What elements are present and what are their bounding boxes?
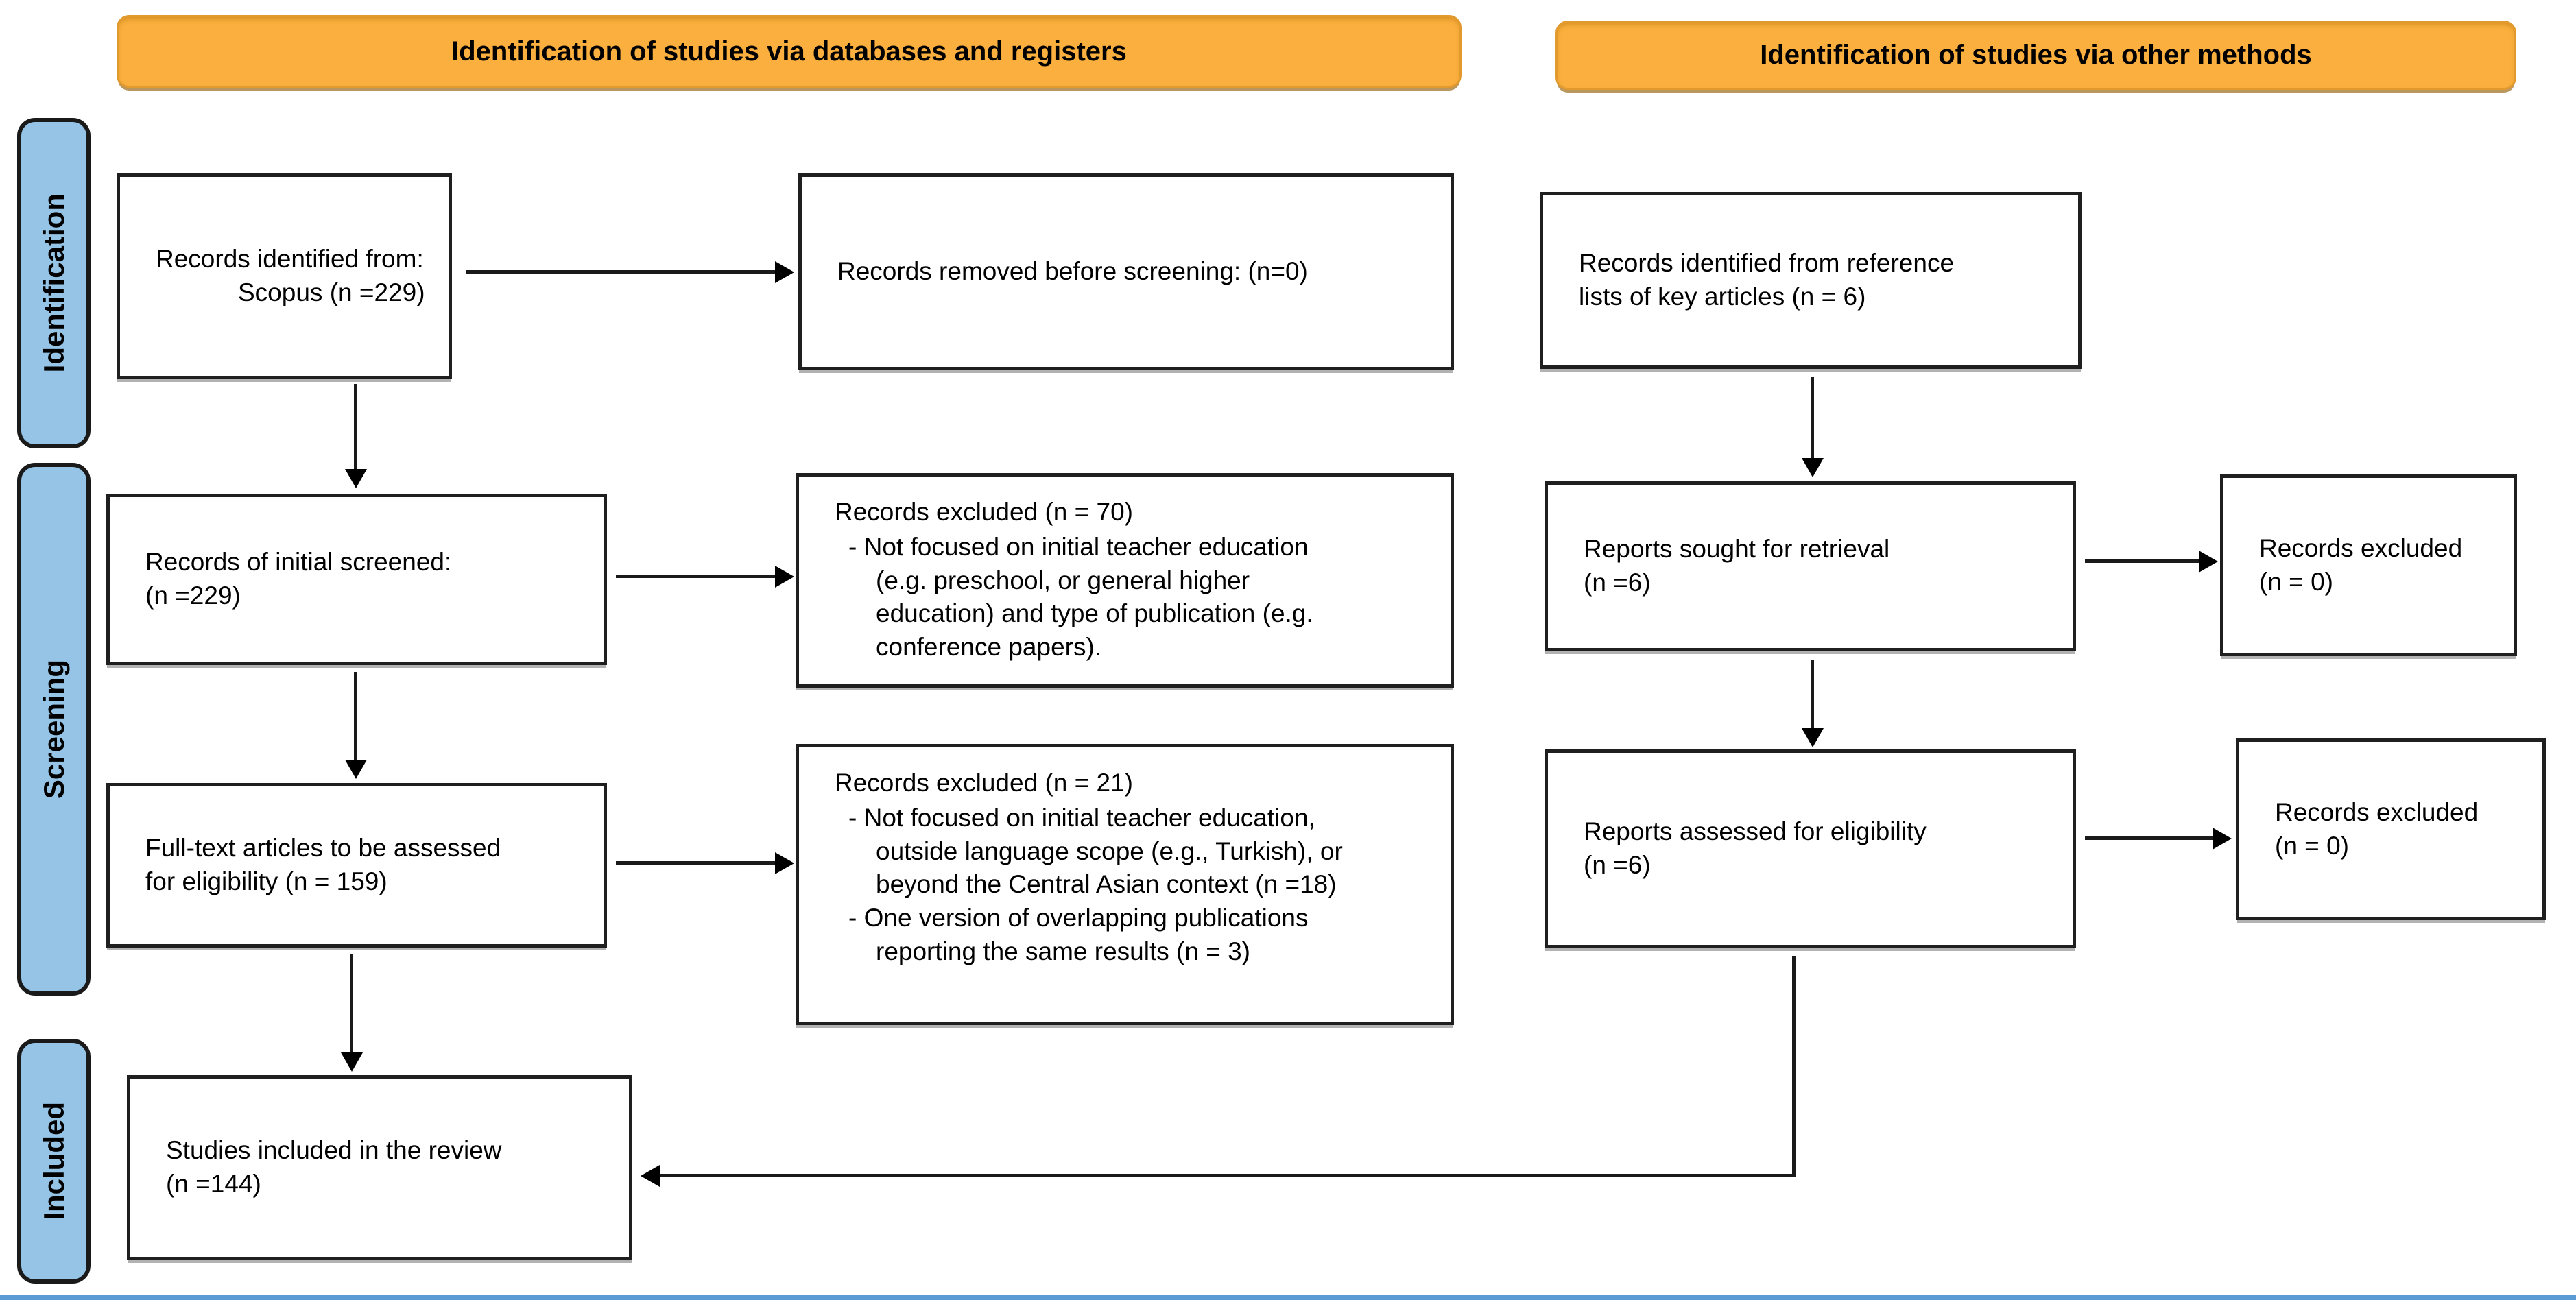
records-reference-text: Records identified from reference lists …: [1579, 249, 1955, 311]
arrow-sought-to-assessed-head: [1802, 728, 1824, 747]
arrow-reference-to-sought-head: [1802, 458, 1824, 477]
box-initial-screened: Records of initial screened: (n =229): [106, 494, 607, 665]
reports-assessed-text: Reports assessed for eligibility (n =6): [1584, 817, 1927, 879]
excluded-21-bullet-1: - Not focused on initial teacher educati…: [848, 803, 1343, 899]
box-records-reference-lists: Records identified from reference lists …: [1540, 192, 2082, 369]
connector-assessed-to-included-horizontal: [660, 1174, 1796, 1177]
stage-included: Included: [17, 1039, 91, 1284]
excluded-21-title: Records excluded (n = 21): [835, 769, 1133, 797]
header-databases-label: Identification of studies via databases …: [451, 36, 1127, 67]
arrow-identified-to-screened-head: [345, 469, 367, 488]
connector-assessed-to-included-head: [641, 1165, 660, 1187]
header-other-methods-label: Identification of studies via other meth…: [1760, 40, 2312, 70]
excluded-21-bullet-2: - One version of overlapping publication…: [848, 904, 1309, 966]
box-records-excluded-21: Records excluded (n = 21) - Not focused …: [796, 744, 1454, 1025]
arrow-fulltext-to-included-line: [350, 954, 353, 1052]
box-fulltext-assessed: Full-text articles to be assessed for el…: [106, 783, 607, 948]
arrow-fulltext-to-excluded21-line: [616, 861, 775, 865]
arrow-identified-to-removed-line: [466, 270, 775, 274]
arrow-screened-to-fulltext-line: [354, 672, 357, 760]
arrow-sought-to-excluded0-head: [2199, 551, 2218, 573]
box-records-identified: Records identified from: Scopus (n =229): [117, 173, 452, 379]
box-records-excluded-retrieval: Records excluded (n = 0): [2220, 474, 2517, 656]
excluded-eligibility-text: Records excluded (n = 0): [2275, 797, 2479, 860]
arrow-sought-to-excluded0-line: [2085, 559, 2199, 563]
arrow-sought-to-assessed-line: [1811, 660, 1814, 728]
reports-sought-text: Reports sought for retrieval (n =6): [1584, 535, 1890, 597]
studies-included-text: Studies included in the review (n =144): [166, 1136, 502, 1198]
header-databases-registers: Identification of studies via databases …: [117, 15, 1462, 88]
records-removed-text: Records removed before screening: (n=0): [837, 257, 1308, 286]
arrow-identified-to-removed-head: [775, 261, 794, 283]
stage-screening-label: Screening: [37, 659, 70, 799]
arrow-screened-to-excluded70-line: [616, 575, 775, 578]
arrow-fulltext-to-included-head: [341, 1052, 363, 1072]
arrow-screened-to-excluded70-head: [775, 566, 794, 588]
excluded-70-title: Records excluded (n = 70): [835, 498, 1133, 526]
connector-assessed-to-included-vertical: [1792, 956, 1796, 1177]
fulltext-assessed-text: Full-text articles to be assessed for el…: [145, 834, 501, 895]
header-other-methods: Identification of studies via other meth…: [1555, 21, 2516, 90]
bottom-page-rule: [0, 1295, 2576, 1300]
box-studies-included: Studies included in the review (n =144): [127, 1075, 632, 1260]
box-reports-assessed: Reports assessed for eligibility (n =6): [1545, 749, 2076, 948]
stage-screening: Screening: [17, 463, 91, 996]
stage-included-label: Included: [37, 1102, 70, 1220]
excluded-retrieval-text: Records excluded (n = 0): [2259, 533, 2463, 596]
arrow-reference-to-sought-line: [1811, 377, 1814, 458]
stage-identification-label: Identification: [37, 193, 70, 373]
initial-screened-text: Records of initial screened: (n =229): [145, 548, 452, 610]
arrow-screened-to-fulltext-head: [345, 760, 367, 779]
arrow-fulltext-to-excluded21-head: [775, 852, 794, 874]
excluded-70-bullet-1: - Not focused on initial teacher educati…: [848, 532, 1313, 662]
stage-identification: Identification: [17, 118, 91, 448]
box-records-excluded-eligibility: Records excluded (n = 0): [2236, 738, 2546, 920]
arrow-assessed-to-excluded0-head: [2213, 828, 2232, 850]
box-records-removed: Records removed before screening: (n=0): [798, 173, 1454, 370]
records-identified-line2: Scopus (n =229): [238, 278, 425, 306]
records-identified-line1: Records identified from:: [156, 245, 424, 274]
arrow-identified-to-screened-line: [354, 384, 357, 469]
box-reports-sought: Reports sought for retrieval (n =6): [1545, 481, 2076, 651]
box-records-excluded-70: Records excluded (n = 70) - Not focused …: [796, 473, 1454, 688]
arrow-assessed-to-excluded0-line: [2085, 836, 2214, 840]
